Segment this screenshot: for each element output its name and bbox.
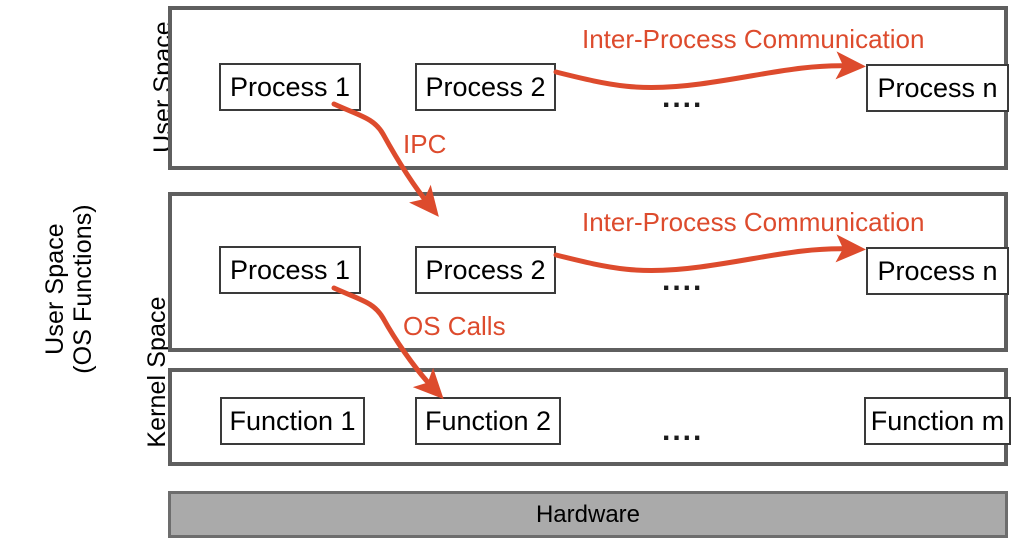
ellipsis-user-space: .... [662,81,704,114]
ellipsis-os-functions: .... [662,264,704,297]
box-function-2[interactable]: Function 2 [415,397,561,445]
box-process-1-os-functions[interactable]: Process 1 [219,246,361,294]
axis-label-line-1: User Space (OS Functions) [41,204,97,374]
box-process-n-os-functions[interactable]: Process n [866,247,1009,295]
annotation-os-calls-label: OS Calls [403,311,506,341]
box-function-1[interactable]: Function 1 [220,397,365,445]
axis-label-user-space-os-functions: User Space (OS Functions) [41,174,109,404]
bar-hardware: Hardware [168,491,1008,538]
box-function-m[interactable]: Function m [864,397,1011,445]
annotation-ipc-label-user-space: Inter-Process Communication [582,24,925,54]
annotation-ipc-label-os-functions: Inter-Process Communication [582,207,925,237]
box-process-n-user-space[interactable]: Process n [866,64,1009,112]
box-process-2-os-functions[interactable]: Process 2 [415,246,556,294]
box-process-2-user-space[interactable]: Process 2 [415,63,556,111]
annotation-ipc-short-label: IPC [403,129,447,159]
box-process-1-user-space[interactable]: Process 1 [219,63,361,111]
ellipsis-kernel-space: .... [662,414,704,447]
